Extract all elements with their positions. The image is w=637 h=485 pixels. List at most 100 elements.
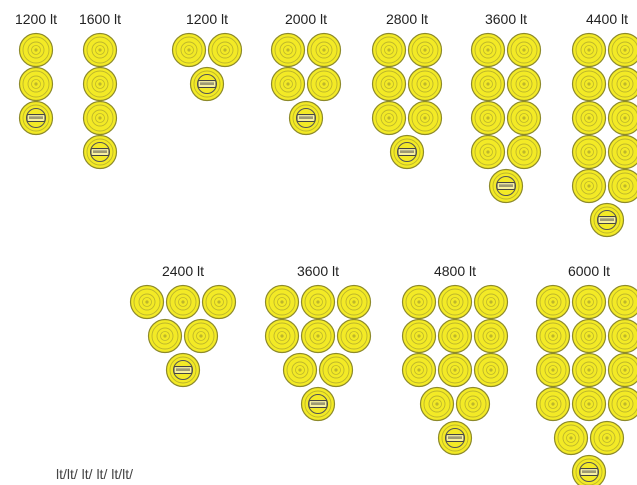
tank-icon xyxy=(282,352,318,388)
tank-icon xyxy=(318,352,354,388)
tank-icon xyxy=(401,352,437,388)
tank-icon xyxy=(419,386,455,422)
tank-icon xyxy=(506,32,542,68)
tank-icon xyxy=(407,100,443,136)
tank-icon xyxy=(171,32,207,68)
tank-group-c4: 2000 lt xyxy=(270,11,342,136)
tank-group-c11: 6000 lt xyxy=(535,263,637,485)
tank-icon xyxy=(371,66,407,102)
tank-group-c7: 4400 lt xyxy=(571,11,637,238)
manhole-tank-icon xyxy=(18,100,54,136)
tank-icon xyxy=(129,284,165,320)
tank-icon xyxy=(207,32,243,68)
manhole-tank-icon xyxy=(165,352,201,388)
tank-icon xyxy=(571,318,607,354)
tank-icon xyxy=(264,284,300,320)
manhole-tank-icon xyxy=(488,168,524,204)
tank-icon xyxy=(300,284,336,320)
capacity-label: 1200 lt xyxy=(186,11,228,27)
tank-icon xyxy=(506,100,542,136)
tank-icon xyxy=(336,284,372,320)
capacity-label: 3600 lt xyxy=(485,11,527,27)
tank-group-c9: 3600 lt xyxy=(264,263,372,422)
tank-icon xyxy=(607,134,637,170)
tank-icon xyxy=(535,284,571,320)
tank-icon xyxy=(607,318,637,354)
tank-icon xyxy=(473,284,509,320)
tank-icon xyxy=(437,284,473,320)
tank-icon xyxy=(18,32,54,68)
manhole-tank-icon xyxy=(189,66,225,102)
manhole-tank-icon xyxy=(571,454,607,485)
capacity-label: 2000 lt xyxy=(285,11,327,27)
tank-icon xyxy=(571,66,607,102)
tank-icon xyxy=(183,318,219,354)
tank-icon xyxy=(506,134,542,170)
tank-group-c1: 1200 lt xyxy=(15,11,57,136)
capacity-label: 4400 lt xyxy=(586,11,628,27)
tank-icon xyxy=(607,386,637,422)
tank-icon xyxy=(437,352,473,388)
tank-icon xyxy=(455,386,491,422)
tank-icon xyxy=(607,168,637,204)
tank-icon xyxy=(607,66,637,102)
tank-group-c2: 1600 lt xyxy=(79,11,121,170)
tank-icon xyxy=(589,420,625,456)
tank-icon xyxy=(571,284,607,320)
capacity-label: 2400 lt xyxy=(162,263,204,279)
tank-icon xyxy=(401,284,437,320)
tank-icon xyxy=(147,318,183,354)
capacity-label: 2800 lt xyxy=(386,11,428,27)
tank-icon xyxy=(607,100,637,136)
tank-icon xyxy=(407,66,443,102)
tank-icon xyxy=(165,284,201,320)
tank-icon xyxy=(401,318,437,354)
tank-icon xyxy=(473,352,509,388)
manhole-tank-icon xyxy=(288,100,324,136)
tank-icon xyxy=(300,318,336,354)
tank-icon xyxy=(470,32,506,68)
tank-icon xyxy=(201,284,237,320)
tank-icon xyxy=(535,386,571,422)
tank-icon xyxy=(371,32,407,68)
manhole-tank-icon xyxy=(82,134,118,170)
footer-text: lt/lt/ lt/ lt/ lt/lt/ xyxy=(56,466,134,482)
tank-icon xyxy=(473,318,509,354)
tank-icon xyxy=(264,318,300,354)
tank-icon xyxy=(306,66,342,102)
tank-icon xyxy=(571,168,607,204)
tank-icon xyxy=(571,100,607,136)
tank-icon xyxy=(82,100,118,136)
tank-icon xyxy=(407,32,443,68)
tank-icon xyxy=(270,32,306,68)
tank-icon xyxy=(571,32,607,68)
capacity-label: 4800 lt xyxy=(434,263,476,279)
tank-icon xyxy=(607,284,637,320)
tank-icon xyxy=(470,66,506,102)
tank-group-c10: 4800 lt xyxy=(401,263,509,456)
capacity-label: 6000 lt xyxy=(568,263,610,279)
tank-icon xyxy=(270,66,306,102)
tank-icon xyxy=(571,386,607,422)
tank-icon xyxy=(535,318,571,354)
tank-group-c8: 2400 lt xyxy=(129,263,237,388)
tank-icon xyxy=(371,100,407,136)
tank-icon xyxy=(571,134,607,170)
manhole-tank-icon xyxy=(300,386,336,422)
manhole-tank-icon xyxy=(589,202,625,238)
tank-icon xyxy=(607,32,637,68)
manhole-tank-icon xyxy=(437,420,473,456)
tank-icon xyxy=(306,32,342,68)
capacity-label: 3600 lt xyxy=(297,263,339,279)
tank-icon xyxy=(82,66,118,102)
tank-icon xyxy=(553,420,589,456)
tank-icon xyxy=(336,318,372,354)
manhole-tank-icon xyxy=(389,134,425,170)
tank-icon xyxy=(607,352,637,388)
capacity-label: 1200 lt xyxy=(15,11,57,27)
tank-icon xyxy=(571,352,607,388)
tank-icon xyxy=(437,318,473,354)
tank-icon xyxy=(470,134,506,170)
tank-group-c3: 1200 lt xyxy=(171,11,243,102)
